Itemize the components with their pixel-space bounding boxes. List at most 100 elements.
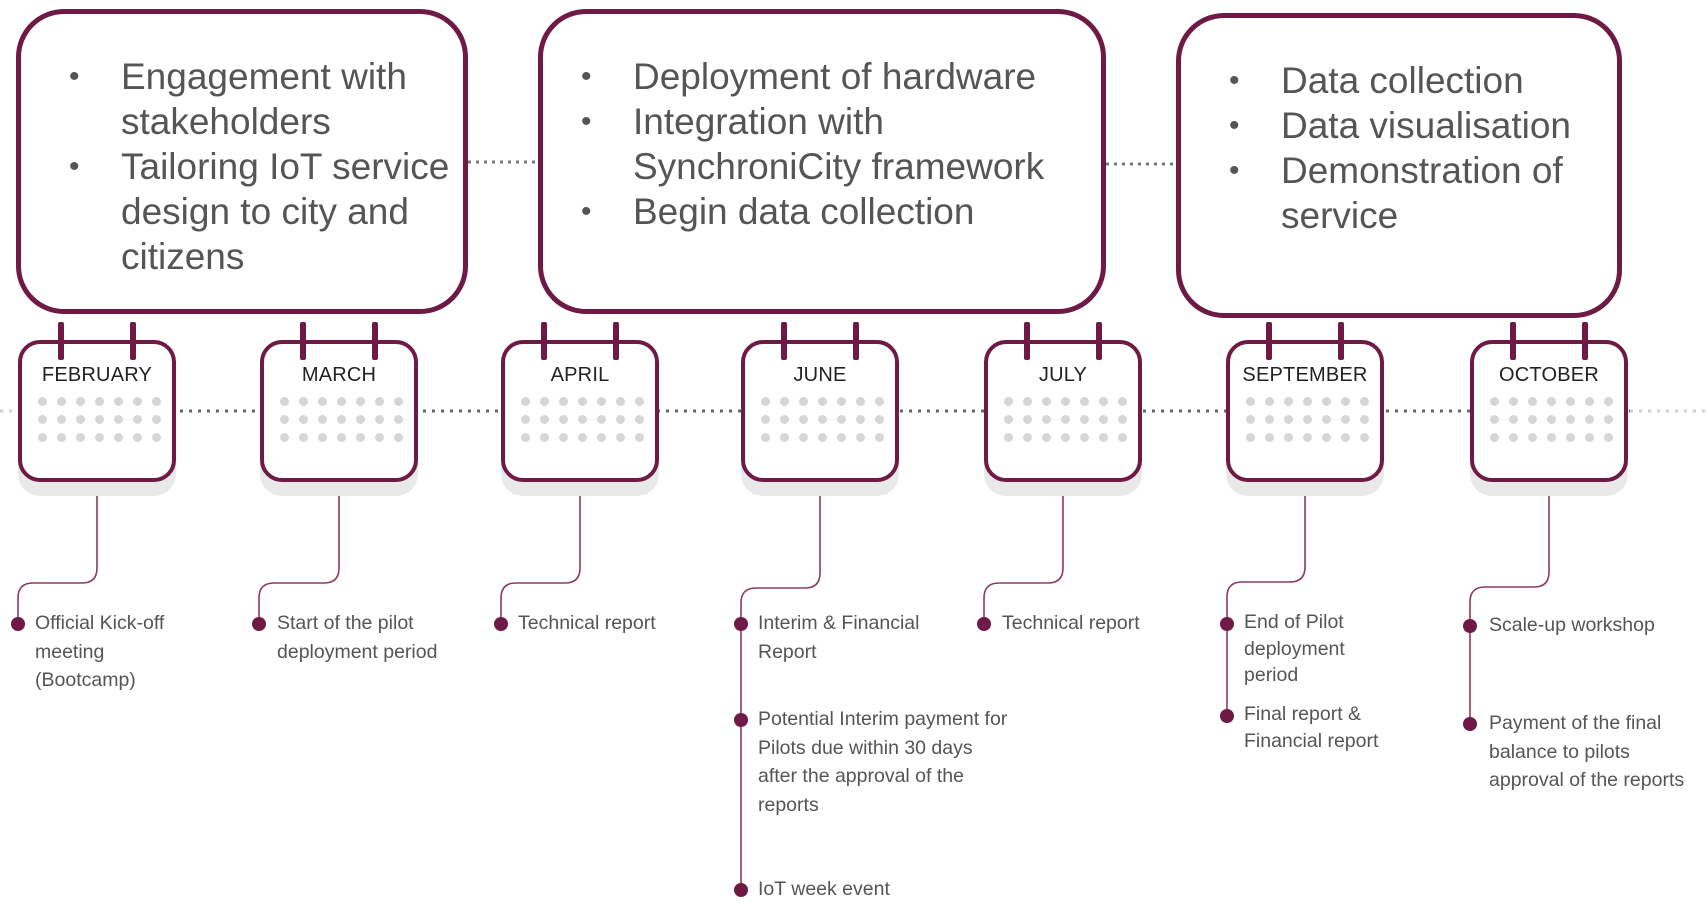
calendar-day-dot	[761, 397, 770, 406]
leader-july	[983, 482, 1064, 625]
month-label: SEPTEMBER	[1242, 364, 1368, 386]
calendar-day-dot	[1490, 433, 1499, 442]
calendar-day-dot	[1118, 415, 1127, 424]
calendar-october: OCTOBER	[1470, 322, 1628, 496]
event-dot	[494, 617, 508, 631]
calendar-day-dot	[1341, 397, 1350, 406]
calendar-day-dot	[1004, 415, 1013, 424]
calendar-day-dot	[521, 433, 530, 442]
calendar-day-dot	[1585, 415, 1594, 424]
calendar-grid	[280, 397, 403, 442]
calendar-day-dot	[76, 397, 85, 406]
calendar-day-dot	[318, 433, 327, 442]
calendar-day-dot	[1246, 397, 1255, 406]
calendar-day-dot	[356, 397, 365, 406]
leader-september	[1226, 482, 1306, 716]
calendar-day-dot	[578, 397, 587, 406]
phase-box-3: •Data collection •Data visualisation •De…	[1176, 13, 1622, 318]
calendar-day-dot	[635, 415, 644, 424]
calendar-day-dot	[1284, 433, 1293, 442]
calendar-day-dot	[1490, 415, 1499, 424]
calendar-day-dot	[616, 433, 625, 442]
calendar-day-dot	[299, 433, 308, 442]
calendar-day-dot	[635, 433, 644, 442]
month-label: OCTOBER	[1499, 364, 1599, 386]
calendar-day-dot	[95, 433, 104, 442]
event-text: Technical report	[518, 612, 656, 634]
calendar-day-dot	[1042, 397, 1051, 406]
calendar-day-dot	[1303, 415, 1312, 424]
calendar-day-dot	[1080, 433, 1089, 442]
calendar-day-dot	[780, 397, 789, 406]
phase-item: •Demonstration of service	[1229, 150, 1563, 236]
calendar-day-dot	[1604, 397, 1613, 406]
event-text: Official Kick-off meeting (Bootcamp)	[35, 612, 165, 691]
leader-october	[1469, 482, 1550, 724]
calendar-day-dot	[1566, 415, 1575, 424]
calendar-day-dot	[1528, 433, 1537, 442]
month-label: FEBRUARY	[41, 364, 153, 386]
calendar-april: APRIL	[501, 322, 659, 496]
event-dot	[734, 617, 748, 631]
event-dot	[252, 617, 266, 631]
calendar-day-dot	[1246, 415, 1255, 424]
calendar-day-dot	[818, 397, 827, 406]
calendar-grid	[1246, 397, 1369, 442]
bullet-icon: •	[1229, 154, 1240, 187]
calendar-day-dot	[1509, 433, 1518, 442]
calendar-day-dot	[394, 433, 403, 442]
calendar-day-dot	[597, 397, 606, 406]
calendar-grid	[521, 397, 644, 442]
calendar-day-dot	[1604, 433, 1613, 442]
phase-item: •Begin data collection	[581, 191, 975, 232]
calendar-day-dot	[38, 433, 47, 442]
leader-june	[740, 482, 821, 890]
calendar-day-dot	[38, 397, 47, 406]
phase-item: •Engagement with stakeholders	[69, 56, 407, 142]
calendar-day-dot	[299, 397, 308, 406]
calendar-day-dot	[799, 433, 808, 442]
calendar-ring-icon	[1024, 322, 1030, 360]
calendar-day-dot	[1023, 433, 1032, 442]
calendar-day-dot	[1118, 433, 1127, 442]
event-text: Potential Interim payment for Pilots due…	[758, 708, 1008, 816]
calendar-day-dot	[818, 433, 827, 442]
calendar-day-dot	[299, 415, 308, 424]
calendar-day-dot	[1023, 397, 1032, 406]
calendar-day-dot	[1322, 433, 1331, 442]
calendar-march: MARCH	[260, 322, 418, 496]
calendar-day-dot	[114, 433, 123, 442]
calendar-day-dot	[280, 415, 289, 424]
calendar-ring-icon	[541, 322, 547, 360]
phase-box-1: •Engagement with stakeholders •Tailoring…	[16, 9, 468, 314]
month-label: JULY	[1038, 364, 1088, 386]
event-dot	[11, 617, 25, 631]
calendar-day-dot	[356, 415, 365, 424]
calendar-day-dot	[1341, 415, 1350, 424]
calendar-day-dot	[1265, 397, 1274, 406]
calendar-day-dot	[875, 415, 884, 424]
calendar-day-dot	[76, 415, 85, 424]
calendar-day-dot	[597, 433, 606, 442]
leader-february	[17, 482, 98, 625]
bullet-icon: •	[581, 105, 592, 138]
calendar-day-dot	[799, 415, 808, 424]
leader-march	[258, 482, 340, 625]
bullet-icon: •	[581, 60, 592, 93]
calendar-day-dot	[337, 415, 346, 424]
calendar-day-dot	[578, 433, 587, 442]
calendar-ring-icon	[853, 322, 859, 360]
calendar-day-dot	[114, 415, 123, 424]
month-label: JUNE	[793, 364, 847, 386]
calendar-ring-icon	[58, 322, 64, 360]
bullet-icon: •	[69, 150, 80, 183]
calendar-day-dot	[1585, 433, 1594, 442]
calendar-july: JULY	[984, 322, 1142, 496]
calendar-day-dot	[578, 415, 587, 424]
calendar-ring-icon	[1582, 322, 1588, 360]
calendar-day-dot	[1566, 433, 1575, 442]
calendar-ring-icon	[1510, 322, 1516, 360]
calendar-february: FEBRUARY	[18, 322, 176, 496]
calendar-day-dot	[1303, 397, 1312, 406]
calendar-day-dot	[1061, 433, 1070, 442]
